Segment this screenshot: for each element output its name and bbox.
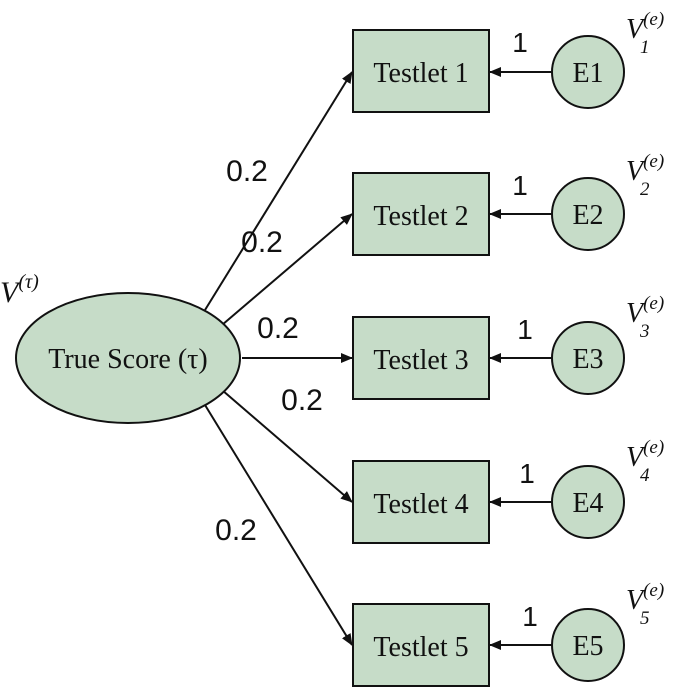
testlet-label: Testlet 3	[373, 345, 468, 376]
loading-arrow-4	[221, 389, 353, 503]
loading-label: 0.2	[281, 384, 323, 417]
testlet-row-5: Testlet 5 E5 1 V(e)5 0.2	[215, 514, 664, 687]
error-label: E1	[572, 58, 603, 89]
loading-arrows	[204, 71, 353, 646]
loading-label: 0.2	[226, 155, 268, 188]
latent-ellipse	[15, 292, 241, 424]
testlet-row-2: Testlet 2 E2 1 V(e)2 0.2	[241, 151, 664, 259]
latent-node: True Score (τ)	[15, 292, 241, 424]
error-circle	[551, 35, 625, 109]
error-loading: 1	[517, 314, 533, 345]
error-loading: 1	[512, 27, 528, 58]
testlet-label: Testlet 2	[373, 201, 468, 232]
error-circle	[551, 465, 625, 539]
testlet-row-1: Testlet 1 E1 1 V(e)1 0.2	[226, 9, 664, 188]
error-label: E2	[572, 200, 603, 231]
testlet-label: Testlet 1	[373, 58, 468, 89]
loading-label: 0.2	[257, 312, 299, 345]
loading-arrow-1	[204, 71, 353, 311]
testlet-box	[352, 29, 490, 113]
latent-label: True Score (τ)	[48, 344, 208, 375]
error-loading: 1	[522, 601, 538, 632]
error-variance: V(e)4	[626, 437, 664, 486]
testlet-box	[352, 603, 490, 687]
testlet-label: Testlet 4	[373, 489, 468, 520]
error-label: E3	[572, 344, 603, 375]
testlet-row-4: Testlet 4 E4 1 V(e)4 0.2	[281, 384, 664, 544]
loading-arrow-5	[204, 404, 353, 646]
error-circle	[551, 321, 625, 395]
error-label: E4	[572, 488, 603, 519]
error-variance: V(e)3	[626, 293, 664, 342]
error-variance: V(e)2	[626, 151, 664, 200]
latent-variance-label: V	[0, 276, 22, 309]
latent-variance-sup: (τ)	[18, 271, 39, 293]
error-label: E5	[572, 631, 603, 662]
loading-label: 0.2	[241, 226, 283, 259]
error-arrows	[489, 67, 552, 650]
error-variance: V(e)1	[626, 9, 664, 58]
error-loading: 1	[512, 170, 528, 201]
error-variance: V(e)5	[626, 580, 664, 629]
testlet-box	[352, 460, 490, 544]
error-circle	[551, 177, 625, 251]
testlet-box	[352, 172, 490, 256]
loading-arrow-2	[221, 213, 353, 326]
error-circle	[551, 608, 625, 682]
testlet-label: Testlet 5	[373, 632, 468, 663]
latent-variance: V(τ)	[0, 271, 39, 309]
testlet-box	[352, 316, 490, 400]
testlet-row-3: Testlet 3 E3 1 V(e)3 0.2	[257, 293, 664, 400]
error-loading: 1	[519, 458, 535, 489]
loading-label: 0.2	[215, 514, 257, 547]
